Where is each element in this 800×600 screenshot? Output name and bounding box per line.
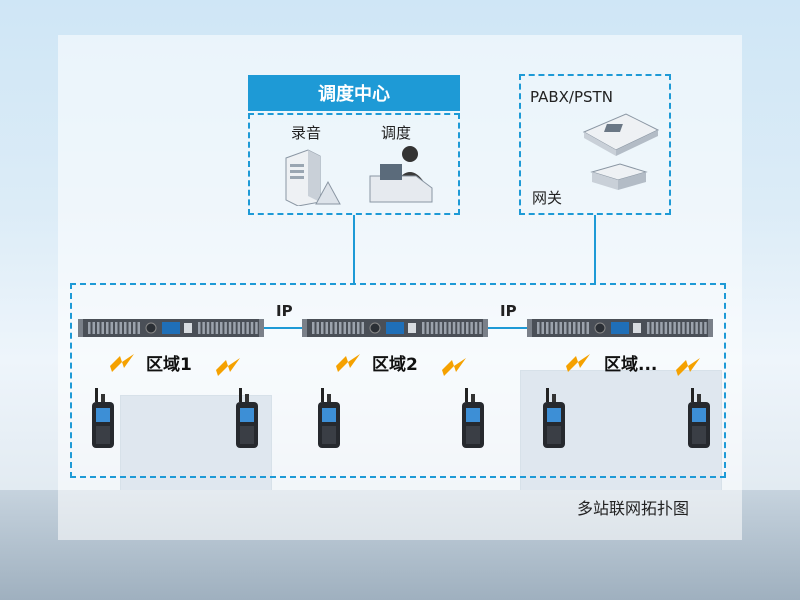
region-label-2: 区域2 [372,355,418,375]
gateway-device-icon [590,163,648,190]
radio-terminal-icon [462,388,484,448]
region-label-3: 区域... [604,355,658,375]
ip-label-2: IP [500,302,517,320]
dispatch-label: 调度 [381,124,412,142]
gateway-label: 网关 [532,189,563,207]
ip-link-line-2 [488,327,527,329]
ip-label-1: IP [276,302,293,320]
radio-terminal-icon [318,388,340,448]
dispatch-center-box [248,113,460,215]
gateway-link-line [594,215,596,283]
repeater-rack-1 [78,319,264,337]
recording-server-icon [285,149,341,206]
dispatch-center-title: 调度中心 [248,75,460,111]
signal-bolt-icon [566,354,590,372]
diagram-caption: 多站联网拓扑图 [577,499,690,518]
recording-label: 录音 [291,124,322,142]
radio-terminal-icon [92,388,114,448]
pabx-pstn-label: PABX/PSTN [530,88,613,106]
radio-terminal-icon [543,388,565,448]
radio-terminal-icon [236,388,258,448]
repeater-rack-2 [302,319,488,337]
signal-bolt-icon [110,354,134,372]
ip-link-line-1 [264,327,302,329]
signal-bolt-icon [676,358,700,376]
region-label-1: 区域1 [146,355,192,375]
signal-bolt-icon [216,358,240,376]
dispatch-console-icon [369,146,433,203]
signal-bolt-icon [442,358,466,376]
signal-bolt-icon [336,354,360,372]
pabx-phone-icon [582,113,660,156]
repeater-rack-3 [527,319,713,337]
network-area-box [70,283,726,478]
gateway-box [519,74,671,215]
dispatch-link-line [353,215,355,283]
radio-terminal-icon [688,388,710,448]
